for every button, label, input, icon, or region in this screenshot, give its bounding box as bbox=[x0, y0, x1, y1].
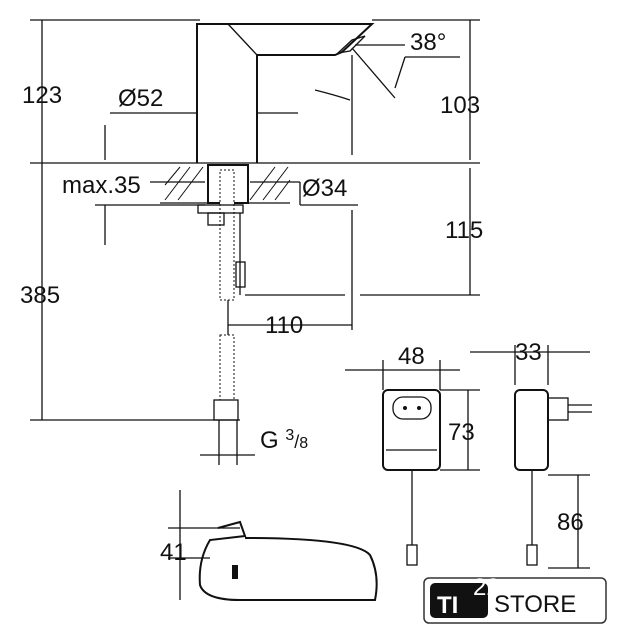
sensor-unit bbox=[198, 520, 378, 601]
dim-angle: 38° bbox=[410, 29, 446, 56]
dim-psu-width: 48 bbox=[398, 343, 425, 370]
dim-thread: G 3/8 bbox=[260, 427, 308, 454]
dim-reach: 110 bbox=[265, 312, 303, 339]
hose bbox=[213, 334, 239, 421]
dim-total-below: 385 bbox=[20, 282, 60, 309]
svg-text:22: 22 bbox=[473, 574, 500, 601]
dim-max-counter: max.35 bbox=[62, 172, 141, 199]
dim-hole-diameter: Ø34 bbox=[302, 175, 347, 202]
dim-height-top: 123 bbox=[22, 82, 62, 109]
dim-body-diameter: Ø52 bbox=[118, 85, 163, 112]
svg-text:TI: TI bbox=[437, 592, 458, 619]
dimension-lines bbox=[30, 19, 590, 600]
store-logo: TI 22 STORE bbox=[423, 574, 607, 624]
dim-psu-height: 73 bbox=[448, 419, 475, 446]
dim-cable-length: 86 bbox=[557, 509, 584, 536]
faucet-body bbox=[196, 23, 375, 163]
dim-sensor-height: 41 bbox=[160, 539, 187, 566]
dim-spout-height: 103 bbox=[440, 92, 480, 119]
dim-below-counter: 115 bbox=[445, 217, 483, 244]
svg-text:STORE: STORE bbox=[494, 591, 576, 618]
power-supply bbox=[382, 389, 592, 566]
dim-psu-depth: 33 bbox=[515, 339, 542, 366]
counter-section bbox=[160, 164, 291, 301]
